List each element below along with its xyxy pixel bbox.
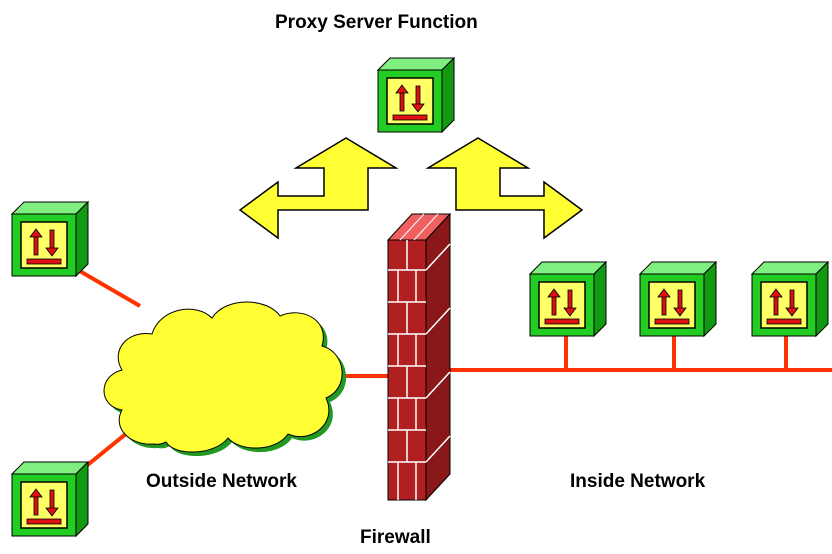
firewall-label: Firewall — [360, 527, 431, 548]
inside-host-3-icon — [751, 261, 829, 337]
brick-wall-icon — [386, 212, 452, 502]
cloud-icon — [103, 301, 347, 457]
inside-network-label: Inside Network — [570, 471, 706, 492]
double-arrow-icon — [238, 137, 584, 240]
arrow-right — [425, 137, 584, 240]
outside-network-label: Outside Network — [146, 471, 297, 492]
arrow-left — [238, 137, 399, 240]
link-outside-top — [76, 268, 142, 308]
proxy-server-label: Proxy Server Function — [275, 12, 478, 33]
proxy-server-icon — [377, 57, 455, 133]
inside-host-1-icon — [529, 261, 607, 337]
outside-host-bottom-icon — [11, 461, 89, 537]
outside-host-top-icon — [11, 201, 89, 277]
inside-host-2-icon — [639, 261, 717, 337]
